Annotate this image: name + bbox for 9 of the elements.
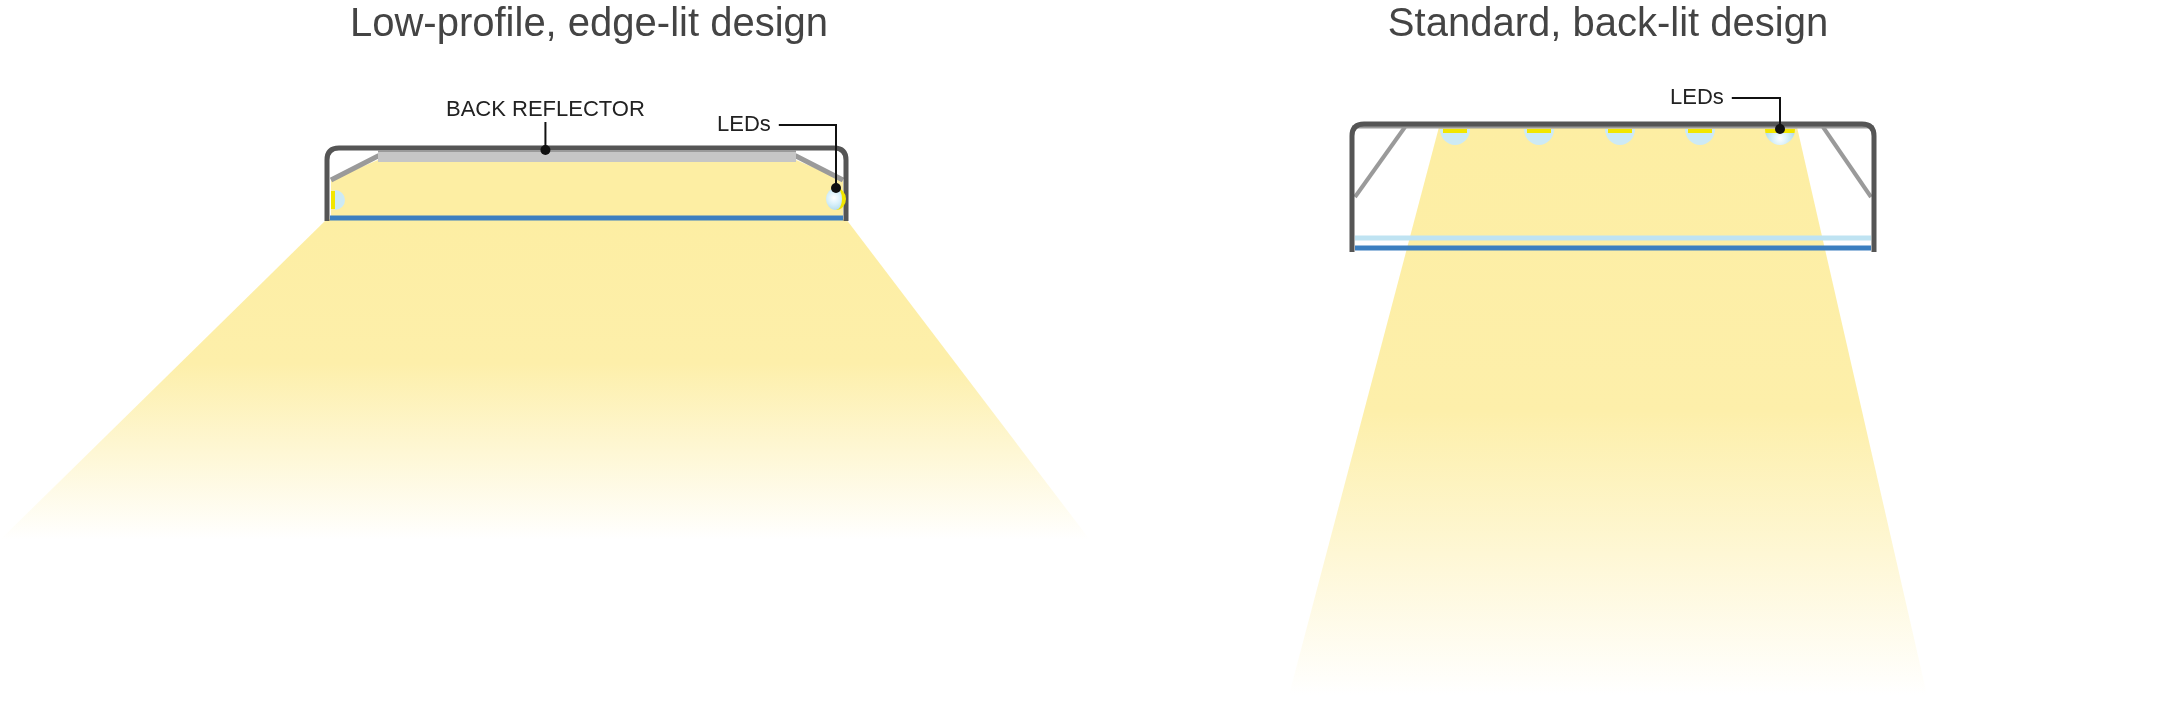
leader-line (777, 124, 841, 193)
callout-label: LEDs (1670, 84, 1724, 110)
callout-label: LEDs (717, 111, 771, 137)
leader-line (540, 121, 551, 155)
reflector-bar (378, 150, 796, 162)
section-heading: Standard, back-lit design (1387, 0, 1829, 45)
section-heading: Low-profile, edge-lit design (350, 0, 828, 45)
leader-line (1730, 97, 1785, 134)
callout-label: BACK REFLECTOR (446, 96, 645, 122)
